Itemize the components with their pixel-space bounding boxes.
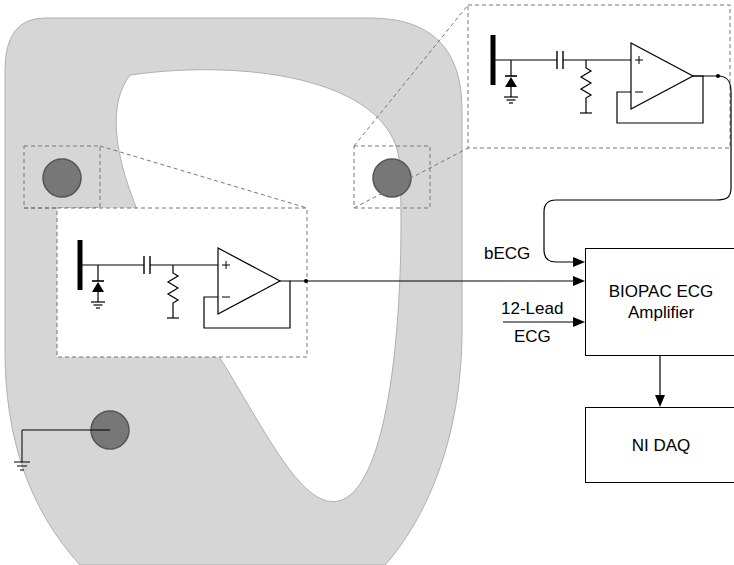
signal-wire bbox=[503, 321, 576, 322]
junction-dot bbox=[304, 279, 308, 283]
process-box: NI DAQ bbox=[585, 407, 734, 483]
connector-arrow bbox=[655, 356, 665, 407]
inset-panel bbox=[468, 5, 730, 148]
zoom-callout bbox=[24, 5, 468, 208]
signal-label: ECG bbox=[513, 327, 552, 347]
process-box: BIOPAC ECG Amplifier bbox=[585, 248, 734, 356]
signal-wire bbox=[290, 280, 576, 281]
buffer-circuit bbox=[80, 240, 290, 328]
box-label: NI DAQ bbox=[626, 435, 697, 456]
ground-wire bbox=[22, 430, 110, 462]
signal-label: bECG bbox=[483, 244, 531, 264]
electrode bbox=[373, 159, 411, 197]
signal-wire bbox=[544, 76, 731, 262]
buffer-circuit bbox=[493, 35, 703, 123]
inset-panel bbox=[57, 208, 307, 357]
box-label: BIOPAC ECG Amplifier bbox=[586, 281, 734, 323]
electrode bbox=[43, 159, 81, 197]
toilet-seat bbox=[5, 18, 462, 565]
junction-dot bbox=[716, 74, 720, 78]
ground-symbol bbox=[14, 462, 30, 470]
arrowhead bbox=[573, 276, 585, 286]
arrowhead bbox=[573, 317, 585, 327]
arrowhead bbox=[573, 257, 585, 267]
signal-label: 12-Lead bbox=[500, 299, 564, 319]
